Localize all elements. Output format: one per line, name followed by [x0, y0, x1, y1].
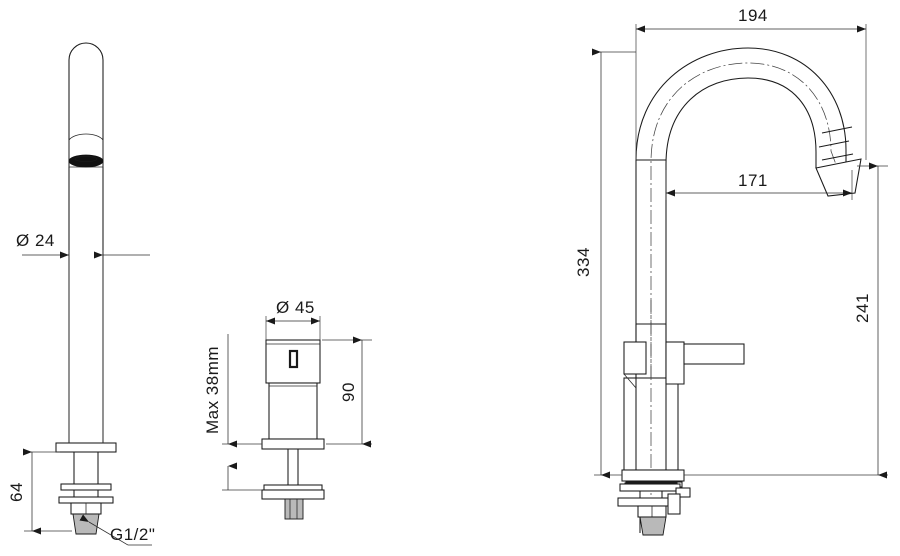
handle-thread-tail — [284, 498, 304, 520]
handle-locknut-plate — [261, 489, 325, 500]
spout-locknut-plate — [58, 496, 114, 504]
spout-outlet-group — [815, 126, 862, 197]
handle-barrel — [268, 382, 318, 440]
dim-label-241: 241 — [853, 293, 872, 323]
spout-thread-tail — [72, 513, 100, 535]
dim-label-90: 90 — [339, 382, 358, 402]
mixer-cartridge-right-block — [665, 341, 685, 385]
mixer-washer-plate-1 — [619, 483, 681, 492]
aerator-ellipse — [68, 154, 104, 168]
dim-g12-leader — [79, 514, 129, 546]
view-spout-front: Ø 24 64 G1/2" — [7, 42, 155, 546]
handle-deck-flange — [261, 438, 325, 450]
spout-outlet-body — [815, 158, 862, 197]
mixer-cartridge-chamfer — [623, 373, 637, 389]
dim-label-max38: Max 38mm — [203, 346, 222, 434]
spout-washer — [60, 483, 112, 491]
view-handle-front: Ø 45 90 Max 38mm — [203, 298, 372, 520]
dim-label-64: 64 — [7, 482, 26, 502]
mixer-outer-curve — [635, 47, 847, 444]
spout-outlet-ref — [821, 126, 853, 134]
aerator-inner-ellipse — [74, 155, 98, 162]
dim-label-334: 334 — [574, 247, 593, 277]
handle-knob-body — [265, 339, 321, 384]
mixer-cartridge-left-block — [623, 341, 647, 375]
mixer-arc-centerline — [650, 62, 839, 444]
spout-body-outline — [68, 42, 104, 444]
dim-label-171: 171 — [738, 171, 768, 190]
spout-deck-flange — [55, 442, 117, 453]
spout-outlet-band-bottom — [821, 153, 854, 161]
handle-slot-indicator — [288, 349, 299, 369]
mixer-side-bracket — [667, 493, 681, 515]
mixer-inner-curve — [665, 77, 817, 444]
view-mixer-side: 194 171 334 241 — [574, 6, 888, 536]
mixer-side-tab — [675, 487, 691, 498]
dim-label-dia45: Ø 45 — [276, 298, 315, 317]
mixer-lever-handle — [683, 343, 745, 365]
dim-label-g12: G1/2" — [110, 525, 155, 544]
dim-label-dia24: Ø 24 — [16, 231, 55, 250]
spout-outlet-band-top — [818, 140, 850, 148]
handle-washer — [263, 484, 323, 491]
dim-label-194: 194 — [738, 6, 768, 25]
spout-collar-curve-upper — [68, 133, 104, 141]
mixer-deck-flange — [621, 469, 685, 482]
mixer-thread-tail — [639, 516, 667, 536]
